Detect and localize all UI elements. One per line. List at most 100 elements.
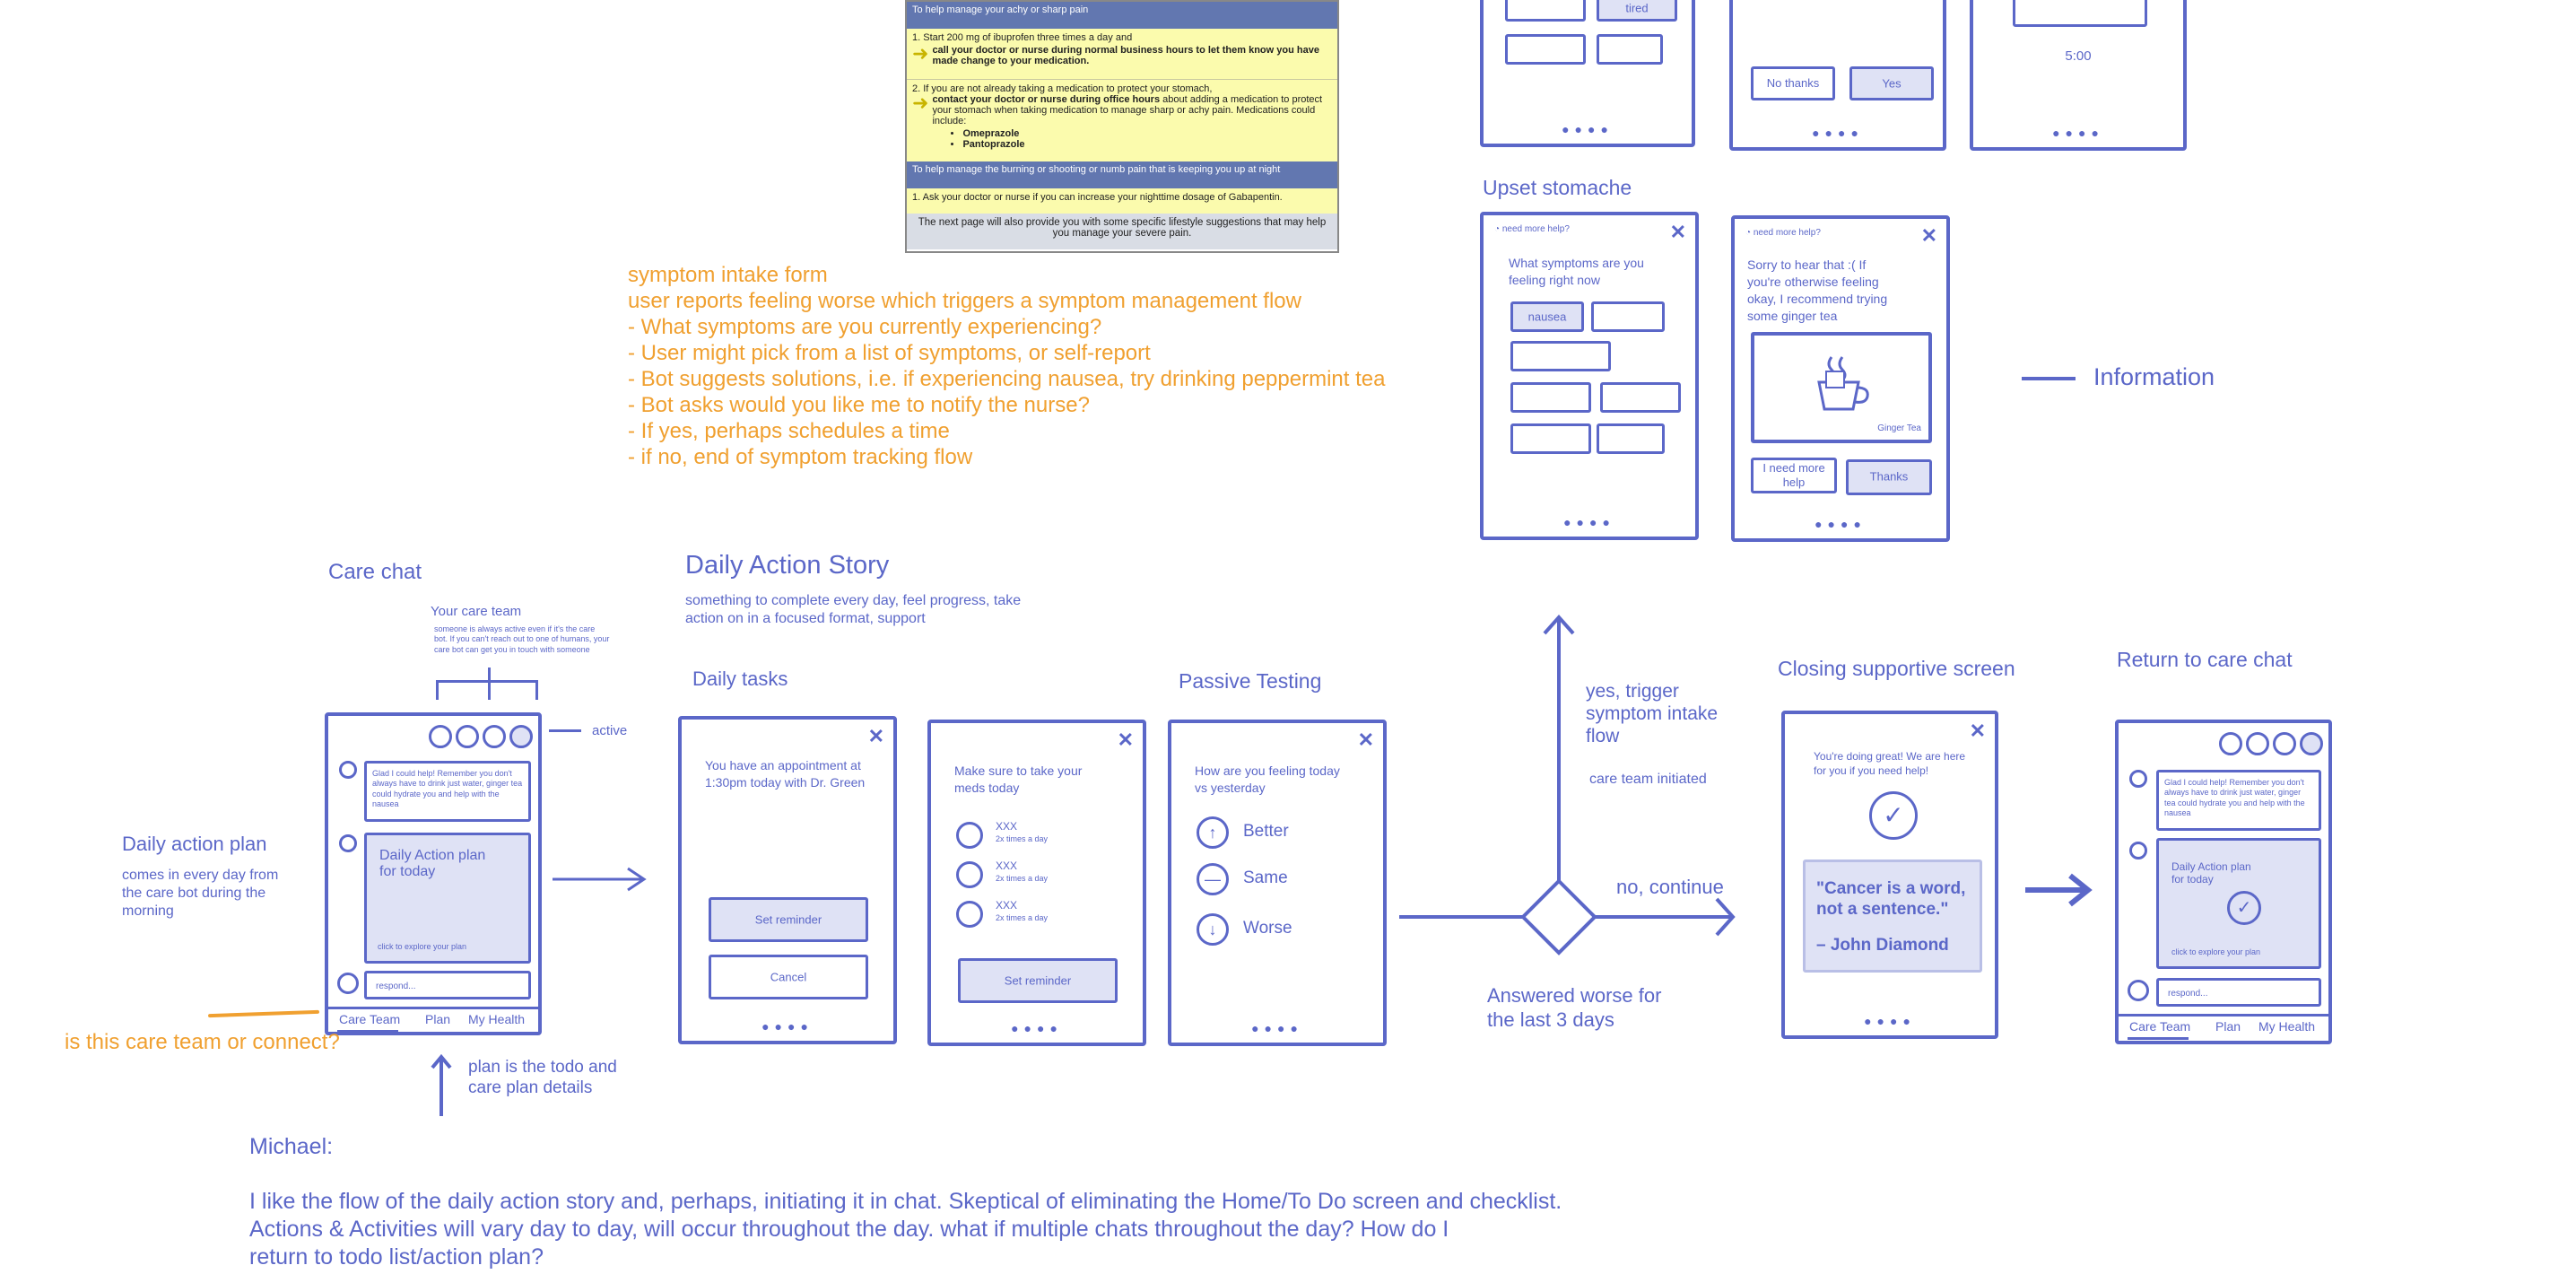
- meds-title: Make sure to take your meds today: [954, 764, 1083, 795]
- nav-plan[interactable]: Plan: [425, 1012, 451, 1026]
- arrow-down-icon[interactable]: ↓: [1197, 913, 1229, 946]
- symptom-option[interactable]: [1510, 382, 1591, 413]
- bot-avatar-icon: [2129, 770, 2147, 788]
- symptom-option[interactable]: [1597, 423, 1665, 454]
- team-bracket: [436, 680, 439, 700]
- need-help-row[interactable]: ◔ need more help?: [1494, 224, 1570, 236]
- nav-divider: [328, 1007, 538, 1009]
- symptom-option[interactable]: [1510, 423, 1591, 454]
- respond-input[interactable]: respond...: [364, 971, 531, 999]
- avatar-icon[interactable]: [483, 725, 506, 748]
- active-avatar-icon[interactable]: [509, 725, 533, 748]
- intake-note: - If yes, perhaps schedules a time: [628, 419, 950, 443]
- need-help-row[interactable]: ◔ need more help?: [1745, 228, 1821, 240]
- active-avatar-icon[interactable]: [2300, 732, 2323, 755]
- set-reminder-button[interactable]: Set reminder: [709, 897, 868, 942]
- close-icon[interactable]: ✕: [1669, 221, 1686, 243]
- close-icon[interactable]: ✕: [1117, 729, 1134, 751]
- symptom-option[interactable]: [1600, 382, 1681, 413]
- arrow-up-icon[interactable]: ↑: [1197, 816, 1229, 849]
- yes-button[interactable]: Yes: [1849, 66, 1934, 100]
- nav-plan[interactable]: Plan: [2215, 1019, 2241, 1034]
- legend-line: [2022, 377, 2076, 380]
- yes-label: Yes: [1882, 76, 1902, 91]
- return-care-chat-title: Return to care chat: [2117, 648, 2293, 671]
- set-reminder-button[interactable]: Set reminder: [958, 958, 1118, 1003]
- page-dots: ●●●●: [1812, 126, 1864, 140]
- care-chat-title: Care chat: [328, 560, 422, 584]
- chat-message-text: Glad I could help! Remember you don't al…: [2164, 778, 2305, 817]
- ginger-tea-label: Ginger Tea: [1877, 423, 1921, 433]
- symptom-option[interactable]: [1510, 341, 1611, 371]
- doc-footer: The next page will also provide you with…: [907, 214, 1337, 249]
- nav-my-health[interactable]: My Health: [468, 1012, 526, 1026]
- arrow-right-icon: ➜: [912, 92, 929, 114]
- no-thanks-button[interactable]: No thanks: [1751, 66, 1835, 100]
- user-avatar-icon: [2128, 980, 2149, 1001]
- symptom-option[interactable]: [1597, 34, 1663, 65]
- option-same[interactable]: Same: [1243, 868, 1288, 887]
- chat-message-text: Glad I could help! Remember you don't al…: [372, 769, 523, 808]
- phone-closing: ✕ You're doing great! We are here for yo…: [1781, 711, 1998, 1039]
- cancel-button[interactable]: Cancel: [709, 955, 868, 999]
- daily-action-plan-card[interactable]: Daily Action plan for today ✓ click to e…: [2156, 838, 2321, 969]
- pill-check-icon[interactable]: [956, 901, 983, 928]
- avatar-icon[interactable]: [2246, 732, 2269, 755]
- pill-check-icon[interactable]: [956, 822, 983, 849]
- help-icon: ◔: [1494, 224, 1501, 234]
- close-icon[interactable]: ✕: [1969, 720, 1986, 742]
- quote-text: "Cancer is a word, not a sentence.": [1816, 879, 1966, 919]
- doc-item1-bold: call your doctor or nurse during normal …: [932, 45, 1319, 66]
- nav-care-team[interactable]: Care Team: [2129, 1019, 2191, 1034]
- checkmark-icon: ✓: [1869, 791, 1918, 840]
- symptom-option[interactable]: [1505, 34, 1586, 65]
- explore-plan-link[interactable]: click to explore your plan: [2171, 947, 2261, 956]
- intake-note: - What symptoms are you currently experi…: [628, 315, 1102, 339]
- need-more-help-button[interactable]: I need more help: [1751, 458, 1837, 493]
- nav-care-team[interactable]: Care Team: [339, 1012, 401, 1026]
- page-dots: ●●●●: [1815, 517, 1867, 531]
- phone-ginger-tea: ◔ need more help? ✕ Sorry to hear that :…: [1731, 215, 1950, 542]
- information-label: Information: [2093, 363, 2215, 390]
- symptom-option[interactable]: [1505, 0, 1586, 22]
- symptom-option-tired[interactable]: tired: [1597, 0, 1677, 22]
- pill-check-icon[interactable]: [956, 861, 983, 888]
- no-branch-label: no, continue: [1616, 876, 1724, 898]
- page-dots: ●●●●: [1011, 1021, 1063, 1035]
- close-icon[interactable]: ✕: [867, 725, 884, 747]
- timer-value: 5:00: [2065, 48, 2092, 64]
- ginger-tea-card[interactable]: Ginger Tea: [1751, 332, 1932, 443]
- checkmark-icon: ✓: [2227, 891, 2261, 925]
- page-dots: ●●●●: [1562, 122, 1614, 136]
- closing-screen-title: Closing supportive screen: [1778, 657, 2015, 680]
- bot-avatar-icon[interactable]: [2219, 732, 2242, 755]
- bot-avatar-icon: [339, 761, 357, 779]
- symptom-option[interactable]: [1591, 301, 1665, 332]
- doc-med-1: Omeprazole: [962, 128, 1020, 139]
- question-note: is this care team or connect?: [65, 1030, 340, 1054]
- team-bracket: [436, 680, 538, 683]
- nausea-label: nausea: [1527, 310, 1567, 324]
- option-better[interactable]: Better: [1243, 822, 1289, 841]
- respond-input[interactable]: respond...: [2156, 978, 2321, 1007]
- explore-plan-link[interactable]: click to explore your plan: [378, 941, 467, 951]
- bot-avatar-icon[interactable]: [429, 725, 452, 748]
- nav-my-health[interactable]: My Health: [2258, 1019, 2316, 1034]
- minus-icon[interactable]: —: [1197, 863, 1229, 895]
- close-icon[interactable]: ✕: [1920, 224, 1937, 247]
- symptom-nausea-button[interactable]: nausea: [1510, 301, 1584, 332]
- avatar-icon[interactable]: [456, 725, 479, 748]
- doc-item3-text: 1. Ask your doctor or nurse if you can i…: [912, 192, 1283, 203]
- daily-action-plan-card[interactable]: Daily Action plan for today click to exp…: [364, 833, 531, 964]
- close-icon[interactable]: ✕: [1357, 729, 1374, 751]
- avatar-icon[interactable]: [2273, 732, 2296, 755]
- closing-message: You're doing great! We are here for you …: [1814, 750, 1966, 777]
- chat-message: Glad I could help! Remember you don't al…: [364, 761, 531, 822]
- care-team-avatars: [429, 725, 533, 748]
- thanks-button[interactable]: Thanks: [1846, 459, 1932, 495]
- pain-guidance-document: To help manage your achy or sharp pain 1…: [905, 0, 1339, 253]
- phone-timer-partial: 5:00 ●●●●: [1970, 0, 2187, 151]
- intake-note: - User might pick from a list of symptom…: [628, 341, 1151, 365]
- option-worse[interactable]: Worse: [1243, 919, 1292, 938]
- doc-med-2: Pantoprazole: [962, 139, 1025, 150]
